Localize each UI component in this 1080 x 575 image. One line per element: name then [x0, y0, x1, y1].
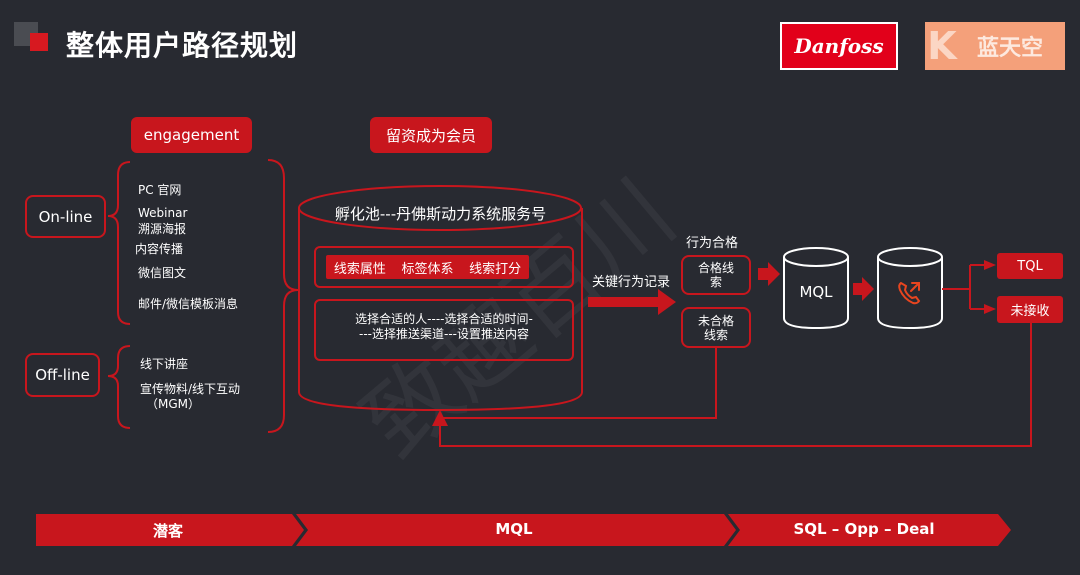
strategy-line-1: 选择合适的人----选择合适的时间-	[355, 312, 533, 326]
title-bullet	[30, 33, 48, 51]
online-item: 内容传播	[135, 242, 184, 256]
key-behavior-label: 关键行为记录	[592, 275, 671, 290]
engagement-header: engagement	[131, 117, 252, 153]
to-call-arrow	[853, 277, 874, 301]
unqualified-feedback-line	[440, 348, 717, 419]
mql-label: MQL	[799, 283, 833, 301]
offline-label: Off-line	[25, 353, 100, 397]
strategy-line-2: ---选择推送渠道---设置推送内容	[359, 327, 529, 341]
member-header: 留资成为会员	[370, 117, 492, 153]
tag-label-system: 标签体系	[401, 261, 454, 277]
page-title: 整体用户路径规划	[66, 29, 299, 62]
behavior-ok-label: 行为合格	[686, 236, 739, 251]
phone-outgoing-icon	[898, 281, 921, 305]
stage-segment-1	[36, 514, 304, 546]
offline-item: （MGM）	[146, 397, 201, 411]
tql-box: TQL	[997, 253, 1063, 279]
stage-bar	[36, 514, 1011, 546]
stage-label-mql: MQL	[495, 520, 533, 538]
online-item: 邮件/微信模板消息	[138, 297, 239, 311]
danfoss-logo: Danfoss	[780, 22, 898, 70]
danfoss-logo-text: Danfoss	[794, 34, 884, 58]
stage-segment-2	[296, 514, 736, 546]
incubator-tags-box	[314, 246, 574, 288]
mql-cylinder-top	[783, 247, 849, 267]
online-item: 微信图文	[138, 266, 187, 280]
online-item: 溯源海报	[138, 222, 187, 236]
offline-item: 宣传物料/线下互动	[140, 382, 241, 396]
unqualified-lead-box: 未合格 线索	[681, 307, 751, 348]
sky-logo-text: 蓝天空	[977, 36, 1044, 61]
not-received-feedback-line	[432, 323, 1032, 447]
split-lines	[942, 264, 992, 310]
sky-logo: K 蓝天空	[925, 22, 1065, 70]
online-brace	[107, 161, 131, 325]
not-received-box: 未接收	[997, 296, 1063, 323]
offline-brace	[107, 345, 131, 429]
call-cylinder-top	[877, 247, 943, 267]
unqualified-lead-line-1: 未合格	[697, 313, 734, 328]
stage-label-sql-opp-deal: SQL – Opp – Deal	[793, 520, 935, 538]
online-item: PC 官网	[138, 183, 182, 197]
online-item: Webinar	[138, 206, 188, 220]
stage-label-prospect: 潜客	[152, 522, 183, 540]
to-mql-arrow	[758, 262, 780, 286]
qualified-lead-line-1: 合格线	[697, 261, 734, 275]
qualified-lead-line-2: 索	[709, 275, 722, 289]
strategy-box	[314, 299, 574, 361]
sky-logo-k: K	[927, 24, 957, 68]
call-cylinder	[877, 257, 943, 330]
qualified-lead-box: 合格线 索	[681, 255, 751, 295]
unqualified-lead-line-2: 线索	[703, 327, 728, 342]
online-label: On-line	[25, 195, 106, 238]
incubator-cylinder-top	[298, 185, 582, 231]
incubator-title: 孵化池---丹佛斯动力系统服务号	[334, 205, 547, 223]
key-behavior-arrow	[588, 289, 676, 315]
tag-lead-scoring: 线索打分	[469, 261, 522, 277]
mql-cylinder	[783, 257, 849, 330]
offline-item: 线下讲座	[140, 357, 189, 371]
engagement-brace	[267, 159, 299, 433]
incubator-tags: 线索属性 标签体系 线索打分	[326, 255, 529, 279]
stage-segment-3	[728, 514, 1011, 546]
tag-lead-attributes: 线索属性	[333, 261, 386, 277]
